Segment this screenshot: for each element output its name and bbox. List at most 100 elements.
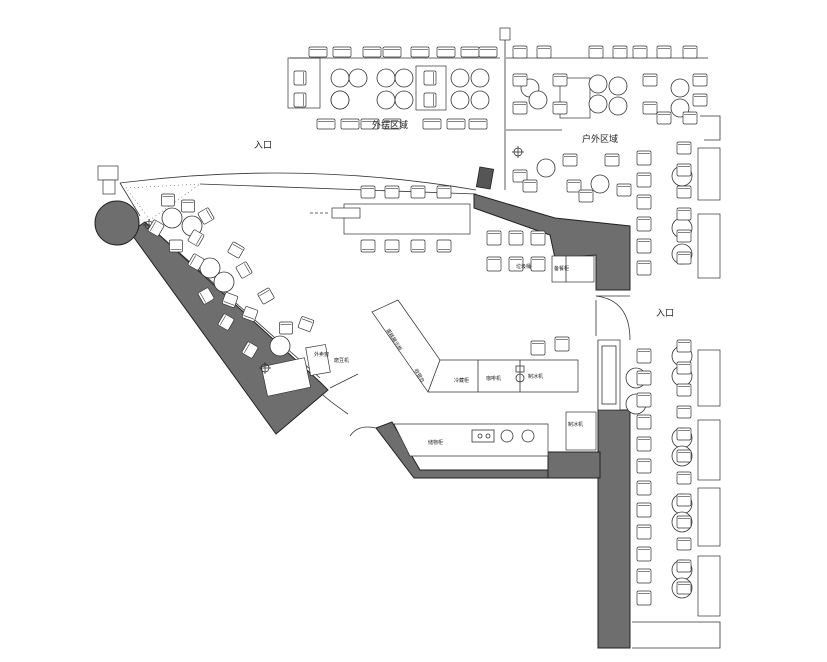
- chair: [554, 336, 570, 352]
- chair-seat: [436, 46, 456, 58]
- chair-seat: [682, 45, 698, 59]
- chair: [297, 316, 315, 332]
- service-window-box: [597, 339, 621, 411]
- chairs-outdoor-left: [293, 46, 498, 130]
- chair-seat: [241, 306, 259, 322]
- chair-seat: [636, 348, 652, 364]
- chair-seat: [636, 436, 652, 452]
- round-table: [199, 257, 221, 279]
- chair: [221, 292, 239, 308]
- chair-seat: [636, 370, 652, 386]
- chair-seat: [293, 70, 307, 86]
- chair: [423, 92, 437, 108]
- chair: [636, 348, 652, 364]
- chair-back: [223, 301, 235, 306]
- chair-seat: [676, 559, 692, 573]
- round-table: [536, 158, 556, 178]
- column-round: [94, 200, 140, 246]
- chair: [636, 436, 652, 452]
- chair: [676, 471, 692, 485]
- chair-back: [196, 234, 203, 245]
- chair: [616, 183, 632, 197]
- chair: [676, 427, 692, 441]
- chair-seat: [468, 118, 488, 130]
- chair: [436, 46, 456, 58]
- chair: [227, 241, 245, 259]
- chair-seat: [636, 392, 652, 408]
- chair: [636, 590, 652, 606]
- chair-seat: [682, 111, 698, 125]
- chair-seat: [187, 253, 205, 271]
- round-table: [330, 90, 350, 110]
- chair-seat: [578, 189, 594, 203]
- chair-seat: [656, 45, 672, 59]
- chair: [436, 185, 452, 199]
- chair: [293, 92, 307, 108]
- chair: [692, 93, 708, 107]
- chair-seat: [676, 361, 692, 375]
- chair-seat: [221, 292, 239, 308]
- signpost-icon: [475, 27, 511, 190]
- chair-back: [259, 289, 270, 296]
- chairs-east: [486, 141, 693, 606]
- chair: [676, 207, 692, 221]
- chair: [530, 256, 546, 272]
- chair: [522, 179, 538, 193]
- chair-seat: [382, 46, 402, 58]
- chair-seat: [161, 193, 175, 207]
- chair-back: [219, 315, 226, 326]
- chair-seat: [436, 185, 452, 199]
- east-benches: [632, 115, 721, 649]
- chair: [636, 172, 652, 188]
- chair-seat: [636, 414, 652, 430]
- chair-seat: [169, 239, 183, 253]
- label-grinder: 磨豆机: [334, 357, 349, 364]
- chair: [147, 219, 165, 237]
- chair-back: [149, 221, 156, 232]
- round-table: [376, 68, 396, 88]
- round-table: [608, 96, 628, 116]
- label-trash: 垃圾桶: [516, 263, 531, 270]
- chair: [486, 256, 502, 272]
- chair-back: [243, 343, 250, 354]
- chair-seat: [642, 101, 658, 115]
- chair-seat: [552, 101, 568, 115]
- chair: [636, 502, 652, 518]
- chair: [187, 229, 205, 247]
- chair: [682, 111, 698, 125]
- chair-seat: [636, 458, 652, 474]
- chair: [676, 581, 692, 595]
- chair: [656, 111, 672, 125]
- chair-seat: [636, 238, 652, 254]
- label-side-cabinet: 备餐柜: [554, 265, 569, 272]
- chair: [308, 46, 328, 58]
- chair-seat: [217, 313, 235, 331]
- chair-seat: [422, 118, 442, 130]
- chair-seat: [332, 46, 352, 58]
- chair-seat: [676, 207, 692, 221]
- chair: [612, 45, 628, 59]
- chair: [676, 515, 692, 529]
- chair-seat: [612, 45, 628, 59]
- storage-block: [260, 344, 331, 397]
- chair-back: [232, 243, 243, 250]
- chair-seat: [588, 45, 604, 59]
- chair: [676, 141, 692, 155]
- chair-seat: [676, 185, 692, 199]
- chair: [293, 70, 307, 86]
- chair: [636, 194, 652, 210]
- chair: [676, 361, 692, 375]
- chair-seat: [604, 153, 620, 167]
- wall-north-bar: [473, 193, 631, 291]
- chair: [197, 207, 215, 225]
- label-entrance-right: 入口: [656, 308, 674, 319]
- chairs-communal: [360, 185, 452, 253]
- chair: [241, 341, 259, 359]
- chair: [636, 480, 652, 496]
- chair: [468, 118, 488, 130]
- chair: [642, 101, 658, 115]
- chair: [362, 46, 382, 58]
- drain-icon: [259, 362, 271, 374]
- round-table: [450, 90, 470, 110]
